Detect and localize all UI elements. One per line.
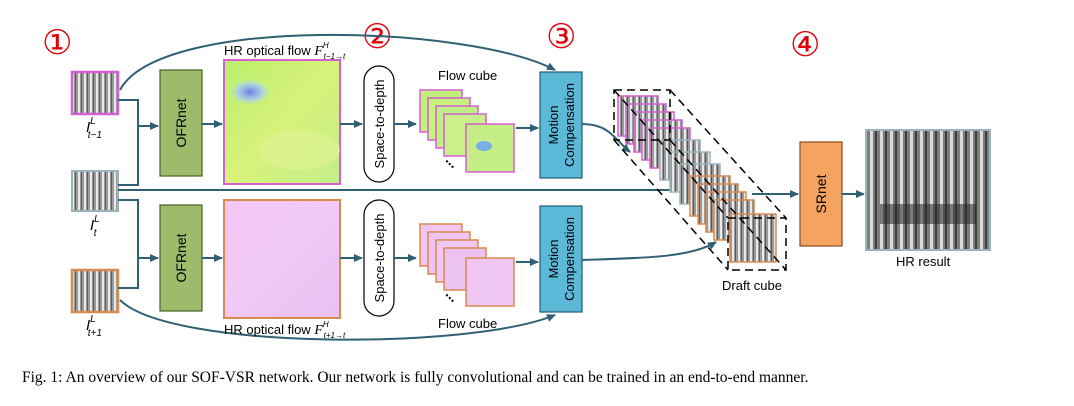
- curve-prev-to-motion-top: [119, 33, 556, 91]
- arrow-cur-to-ofrnet-bottom: [118, 199, 159, 262]
- arrow-cur-to-ofrnet-top: [118, 126, 139, 186]
- label-flow-cube-top: Flow cube: [438, 68, 497, 83]
- draft-cube: [613, 89, 787, 271]
- srnet: SRnet: [799, 141, 843, 247]
- input-frame-next: [70, 268, 120, 314]
- input-frame-cur: [71, 170, 119, 212]
- hr-optical-flow-top: [223, 59, 341, 185]
- arrow-motion-to-draft-top: [581, 123, 631, 153]
- arrow-prev-to-ofrnet-top: [118, 99, 159, 130]
- flow-cube-top: [419, 89, 515, 173]
- arrow-next-to-ofrnet-bottom: [118, 258, 139, 289]
- space-to-depth-bottom-label: Space-to-depth: [372, 214, 387, 303]
- curve-next-to-motion-bottom: [119, 299, 556, 341]
- figure-caption: Fig. 1: An overview of our SOF-VSR netwo…: [22, 369, 809, 386]
- motion-compensation-bottom-line1: Motion: [546, 239, 561, 278]
- step-marker-4: ④: [790, 26, 820, 64]
- ofrnet-top: OFRnet: [159, 69, 203, 177]
- space-to-depth-top-label: Space-to-depth: [372, 80, 387, 169]
- flow-cube-bottom: [419, 223, 515, 307]
- motion-compensation-top-line1: Motion: [546, 105, 561, 144]
- ofrnet-top-label: OFRnet: [173, 98, 189, 147]
- label-draft-cube: Draft cube: [722, 278, 782, 293]
- hr-optical-flow-bottom: [223, 199, 341, 319]
- step-marker-1: ①: [42, 24, 72, 62]
- label-hr-result: HR result: [896, 254, 951, 269]
- label-flow-cube-bottom: Flow cube: [438, 316, 497, 331]
- arrow-motion-to-draft-bottom: [581, 241, 717, 261]
- space-to-depth-bottom: Space-to-depth: [363, 199, 395, 317]
- motion-compensation-bottom: Motion Compensation: [539, 205, 583, 313]
- space-to-depth-top: Space-to-depth: [363, 65, 395, 183]
- step-marker-3: ③: [546, 18, 576, 56]
- hr-result-image: [865, 129, 991, 251]
- motion-compensation-bottom-line2: Compensation: [562, 217, 577, 301]
- motion-compensation-top: Motion Compensation: [539, 71, 583, 179]
- srnet-label: SRnet: [813, 174, 829, 213]
- draft-cube-outline: [613, 89, 787, 271]
- draft-cube-slices: [617, 95, 777, 263]
- input-frame-prev: [70, 70, 120, 116]
- motion-compensation-top-line2: Compensation: [562, 83, 577, 167]
- ofrnet-bottom: OFRnet: [159, 204, 203, 312]
- ofrnet-bottom-label: OFRnet: [173, 233, 189, 282]
